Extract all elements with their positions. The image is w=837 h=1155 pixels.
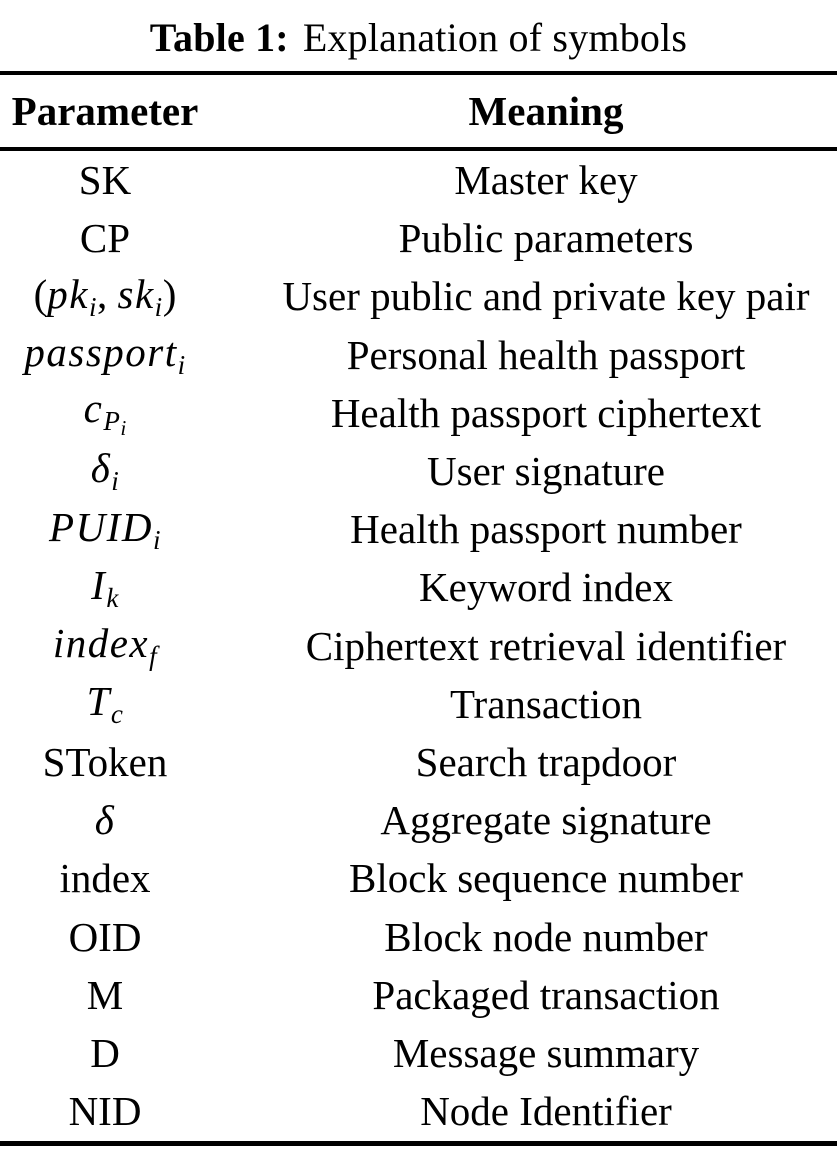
bottom-rule — [0, 1141, 837, 1146]
table-row: (pki, ski) User public and private key pa… — [0, 267, 837, 325]
table-row: δi User signature — [0, 442, 837, 500]
table-row: D Message summary — [0, 1024, 837, 1082]
meaning-cell: Keyword index — [419, 564, 673, 611]
param-cell: M — [86, 971, 124, 1018]
meaning-cell: Personal health passport — [346, 331, 746, 378]
mid-rule — [0, 147, 837, 151]
param-cell: SToken — [42, 738, 168, 785]
table-row: M Packaged transaction — [0, 966, 837, 1024]
table-row: index Block sequence number — [0, 849, 837, 907]
param-cell: D — [90, 1029, 120, 1076]
header-meaning: Meaning — [468, 88, 624, 134]
param-cell: cPi — [83, 385, 127, 441]
meaning-cell: User signature — [427, 448, 665, 495]
table-row: Ik Keyword index — [0, 558, 837, 616]
param-cell: δi — [90, 445, 120, 497]
meaning-cell: Block sequence number — [349, 855, 743, 902]
top-rule — [0, 71, 837, 75]
header-parameter: Parameter — [11, 88, 199, 134]
table-caption: Table 1: Explanation of symbols — [0, 0, 837, 71]
meaning-cell: Aggregate signature — [380, 797, 712, 844]
table-row: δ Aggregate signature — [0, 791, 837, 849]
param-cell: (pki, ski) — [33, 270, 177, 323]
meaning-cell: Message summary — [392, 1029, 700, 1076]
table-row: OID Block node number — [0, 907, 837, 965]
param-cell: NID — [68, 1088, 142, 1135]
table-row: CP Public parameters — [0, 209, 837, 267]
meaning-cell: Search trapdoor — [415, 738, 677, 785]
table-row: cPi Health passport ciphertext — [0, 384, 837, 442]
meaning-cell: Node Identifier — [420, 1088, 672, 1135]
table-row: Tc Transaction — [0, 675, 837, 733]
caption-label: Table 1: — [149, 15, 289, 60]
meaning-cell: Health passport number — [350, 506, 742, 553]
table-row: SK Master key — [0, 151, 837, 209]
meaning-cell: Transaction — [449, 680, 643, 727]
meaning-cell: User public and private key pair — [282, 273, 810, 320]
param-cell: OID — [68, 913, 142, 960]
meaning-cell: Master key — [454, 157, 638, 204]
table-row: SToken Search trapdoor — [0, 733, 837, 791]
param-cell: PUIDi — [49, 503, 161, 555]
param-cell: CP — [79, 215, 131, 262]
table-row: NID Node Identifier — [0, 1082, 837, 1140]
meaning-cell: Public parameters — [398, 215, 694, 262]
param-cell: Ik — [91, 561, 119, 613]
table-row: passporti Personal health passport — [0, 326, 837, 384]
param-cell: index — [59, 855, 151, 902]
meaning-cell: Block node number — [384, 913, 708, 960]
param-cell: indexf — [52, 620, 158, 672]
meaning-cell: Packaged transaction — [372, 971, 720, 1018]
caption-text: Explanation of symbols — [302, 15, 688, 60]
param-cell: δ — [94, 797, 116, 844]
param-cell: passporti — [24, 329, 186, 381]
table-row: PUIDi Health passport number — [0, 500, 837, 558]
table-row: indexf Ciphertext retrieval identifier — [0, 617, 837, 675]
header-row: Parameter Meaning — [0, 75, 837, 147]
param-cell: SK — [78, 157, 132, 204]
meaning-cell: Health passport ciphertext — [330, 389, 762, 436]
meaning-cell: Ciphertext retrieval identifier — [305, 622, 787, 669]
param-cell: Tc — [86, 678, 124, 730]
